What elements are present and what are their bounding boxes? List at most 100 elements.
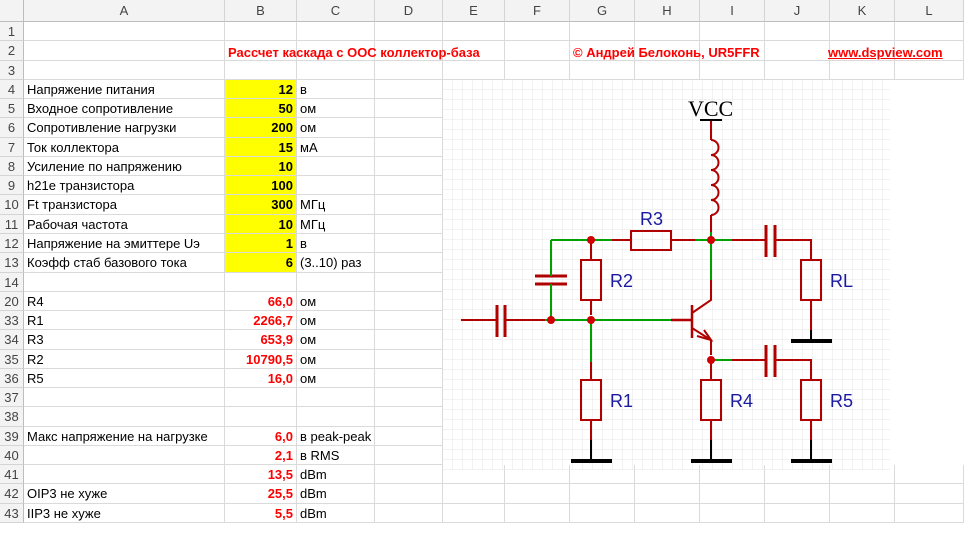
cell[interactable]: [375, 368, 443, 389]
cell[interactable]: [443, 465, 505, 485]
cell[interactable]: [443, 41, 505, 61]
row-header[interactable]: 10: [0, 195, 24, 215]
cell[interactable]: [24, 407, 225, 427]
column-header-E[interactable]: E: [443, 0, 505, 22]
cell[interactable]: [375, 79, 443, 100]
row-header[interactable]: 12: [0, 233, 24, 254]
column-header-D[interactable]: D: [375, 0, 443, 22]
cell[interactable]: [443, 484, 505, 504]
cell[interactable]: [375, 176, 443, 196]
cell[interactable]: [375, 118, 443, 138]
row-header[interactable]: 2: [0, 41, 24, 61]
cell-label[interactable]: Сопротивление нагрузки: [24, 118, 225, 138]
column-header-I[interactable]: I: [700, 0, 765, 22]
cell-label[interactable]: Усиление по напряжению: [24, 156, 225, 177]
website-link[interactable]: www.dspview.com: [828, 45, 943, 60]
cell-value[interactable]: 6,0: [225, 426, 297, 446]
cell-unit[interactable]: dBm: [297, 484, 375, 504]
cell[interactable]: [505, 484, 570, 504]
cell-label[interactable]: Ft транзистора: [24, 195, 225, 215]
cell[interactable]: [895, 60, 964, 80]
cell[interactable]: [375, 272, 443, 292]
column-header-L[interactable]: L: [895, 0, 964, 22]
cell[interactable]: [700, 41, 765, 61]
row-header[interactable]: 1: [0, 22, 24, 42]
cell-unit[interactable]: ом: [297, 291, 375, 312]
cell-label[interactable]: Коэфф стаб базового тока: [24, 253, 225, 273]
row-header[interactable]: 14: [0, 272, 24, 292]
row-header[interactable]: 3: [0, 60, 24, 80]
circuit-schematic[interactable]: VCC R3 R2 RL R1 R4 R5: [443, 80, 890, 470]
cell[interactable]: [830, 22, 895, 42]
cell-value[interactable]: 16,0: [225, 368, 297, 389]
cell[interactable]: [830, 503, 895, 524]
cell[interactable]: [375, 156, 443, 177]
cell-unit[interactable]: ом: [297, 118, 375, 138]
cell[interactable]: [700, 503, 765, 524]
row-header[interactable]: 35: [0, 349, 24, 369]
cell[interactable]: [297, 41, 375, 61]
cell[interactable]: [24, 272, 225, 292]
cell-value[interactable]: 1: [225, 233, 297, 254]
cell[interactable]: [765, 484, 830, 504]
cell[interactable]: [225, 41, 297, 61]
cell-value[interactable]: 10790,5: [225, 349, 297, 369]
cell[interactable]: [570, 503, 635, 524]
cell[interactable]: [375, 137, 443, 157]
cell-label[interactable]: R1: [24, 311, 225, 331]
cell[interactable]: [505, 60, 570, 80]
cell[interactable]: [700, 22, 765, 42]
cell[interactable]: [443, 60, 505, 80]
cell[interactable]: [443, 22, 505, 42]
cell[interactable]: [225, 407, 297, 427]
cell[interactable]: [297, 60, 375, 80]
cell-unit[interactable]: в: [297, 79, 375, 100]
cell[interactable]: [24, 465, 225, 485]
cell[interactable]: [375, 388, 443, 408]
cell-label[interactable]: R4: [24, 291, 225, 312]
cell[interactable]: [505, 41, 570, 61]
cell-unit[interactable]: МГц: [297, 195, 375, 215]
column-header-B[interactable]: B: [225, 0, 297, 22]
cell[interactable]: [765, 22, 830, 42]
column-header-A[interactable]: A: [24, 0, 225, 22]
cell[interactable]: [443, 503, 505, 524]
cell[interactable]: [297, 388, 375, 408]
cell[interactable]: [297, 407, 375, 427]
cell-value[interactable]: 13,5: [225, 465, 297, 485]
cell[interactable]: [375, 465, 443, 485]
cell[interactable]: [570, 465, 635, 485]
cell[interactable]: [765, 503, 830, 524]
cell[interactable]: [895, 465, 964, 485]
cell[interactable]: [375, 60, 443, 80]
cell[interactable]: [700, 484, 765, 504]
cell-value[interactable]: 12: [225, 79, 297, 100]
cell-value[interactable]: 653,9: [225, 330, 297, 350]
cell[interactable]: [570, 60, 635, 80]
column-header-C[interactable]: C: [297, 0, 375, 22]
column-header-K[interactable]: K: [830, 0, 895, 22]
cell-label[interactable]: R2: [24, 349, 225, 369]
cell-unit[interactable]: в peak-peak: [297, 426, 375, 446]
cell-value[interactable]: 50: [225, 99, 297, 119]
cell[interactable]: [24, 388, 225, 408]
cell-value[interactable]: 2266,7: [225, 311, 297, 331]
cell[interactable]: [375, 214, 443, 234]
cell[interactable]: [830, 41, 895, 61]
cell[interactable]: [700, 60, 765, 80]
row-header[interactable]: 33: [0, 311, 24, 331]
cell[interactable]: [375, 41, 443, 61]
cell-value[interactable]: 25,5: [225, 484, 297, 504]
cell-value[interactable]: 10: [225, 214, 297, 234]
cell[interactable]: [830, 484, 895, 504]
cell-unit[interactable]: ом: [297, 349, 375, 369]
cell[interactable]: [505, 503, 570, 524]
cell[interactable]: [505, 22, 570, 42]
cell-value[interactable]: 5,5: [225, 503, 297, 524]
cell-unit[interactable]: ом: [297, 99, 375, 119]
cell[interactable]: [375, 311, 443, 331]
cell[interactable]: [375, 291, 443, 312]
cell[interactable]: [297, 22, 375, 42]
cell-value[interactable]: 6: [225, 253, 297, 273]
row-header[interactable]: 9: [0, 176, 24, 196]
